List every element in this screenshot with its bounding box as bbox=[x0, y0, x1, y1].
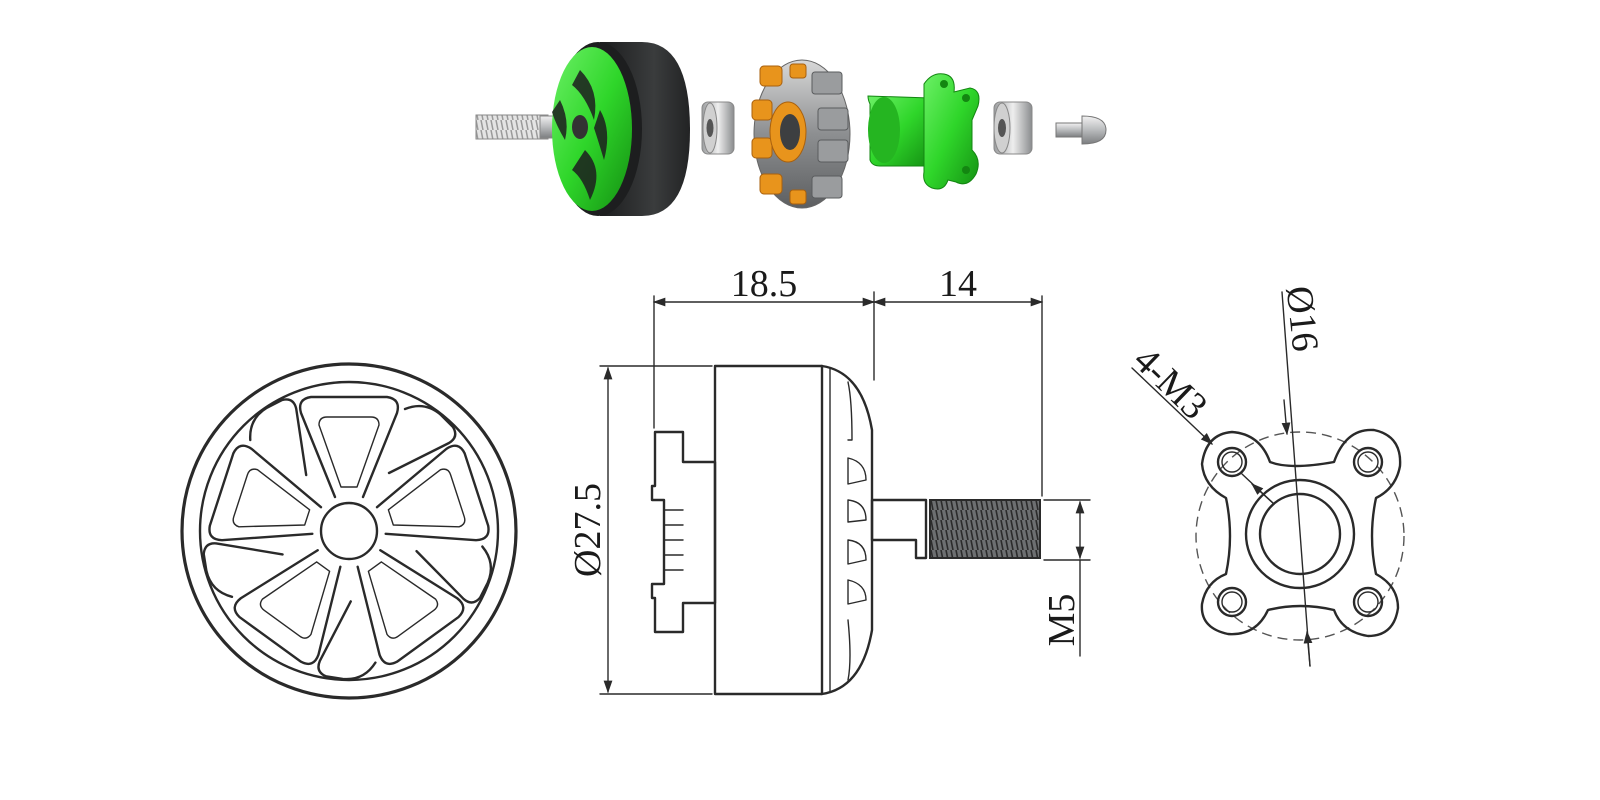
label-bell-diameter: Ø27.5 bbox=[567, 483, 609, 577]
label-mount-circle: Ø16 bbox=[1278, 284, 1327, 353]
screw-part bbox=[1055, 115, 1107, 145]
label-shaft-thread: M5 bbox=[1041, 594, 1083, 647]
label-mount-holes: 4-M3 bbox=[1125, 339, 1215, 428]
dim-stator-length: 18.5 bbox=[652, 263, 876, 429]
label-stator-length: 18.5 bbox=[731, 263, 798, 305]
label-shaft-length: 14 bbox=[939, 263, 977, 305]
rotor-bell-part bbox=[475, 42, 690, 216]
mount-hole bbox=[1352, 586, 1384, 618]
mount-hole bbox=[1216, 586, 1248, 618]
bearing-part bbox=[701, 101, 735, 155]
dim-mount-holes: 4-M3 bbox=[1125, 339, 1275, 505]
dim-shaft-thread: M5 bbox=[1041, 499, 1091, 657]
mount-base-part bbox=[867, 73, 980, 190]
side-view: 18.5 14 Ø27.5 M5 bbox=[567, 263, 1091, 696]
bearing-part bbox=[993, 101, 1033, 155]
exploded-view bbox=[475, 42, 1107, 216]
dim-mount-circle: Ø16 bbox=[1278, 284, 1327, 667]
front-view bbox=[180, 362, 518, 704]
rotor-spoke bbox=[298, 395, 457, 499]
dim-shaft-length: 14 bbox=[872, 263, 1044, 497]
stator-part bbox=[751, 59, 851, 209]
base-view: Ø16 4-M3 bbox=[1125, 284, 1405, 667]
mount-hole bbox=[1216, 446, 1248, 478]
mount-hole bbox=[1352, 446, 1384, 478]
dim-bell-diameter: Ø27.5 bbox=[567, 365, 713, 695]
